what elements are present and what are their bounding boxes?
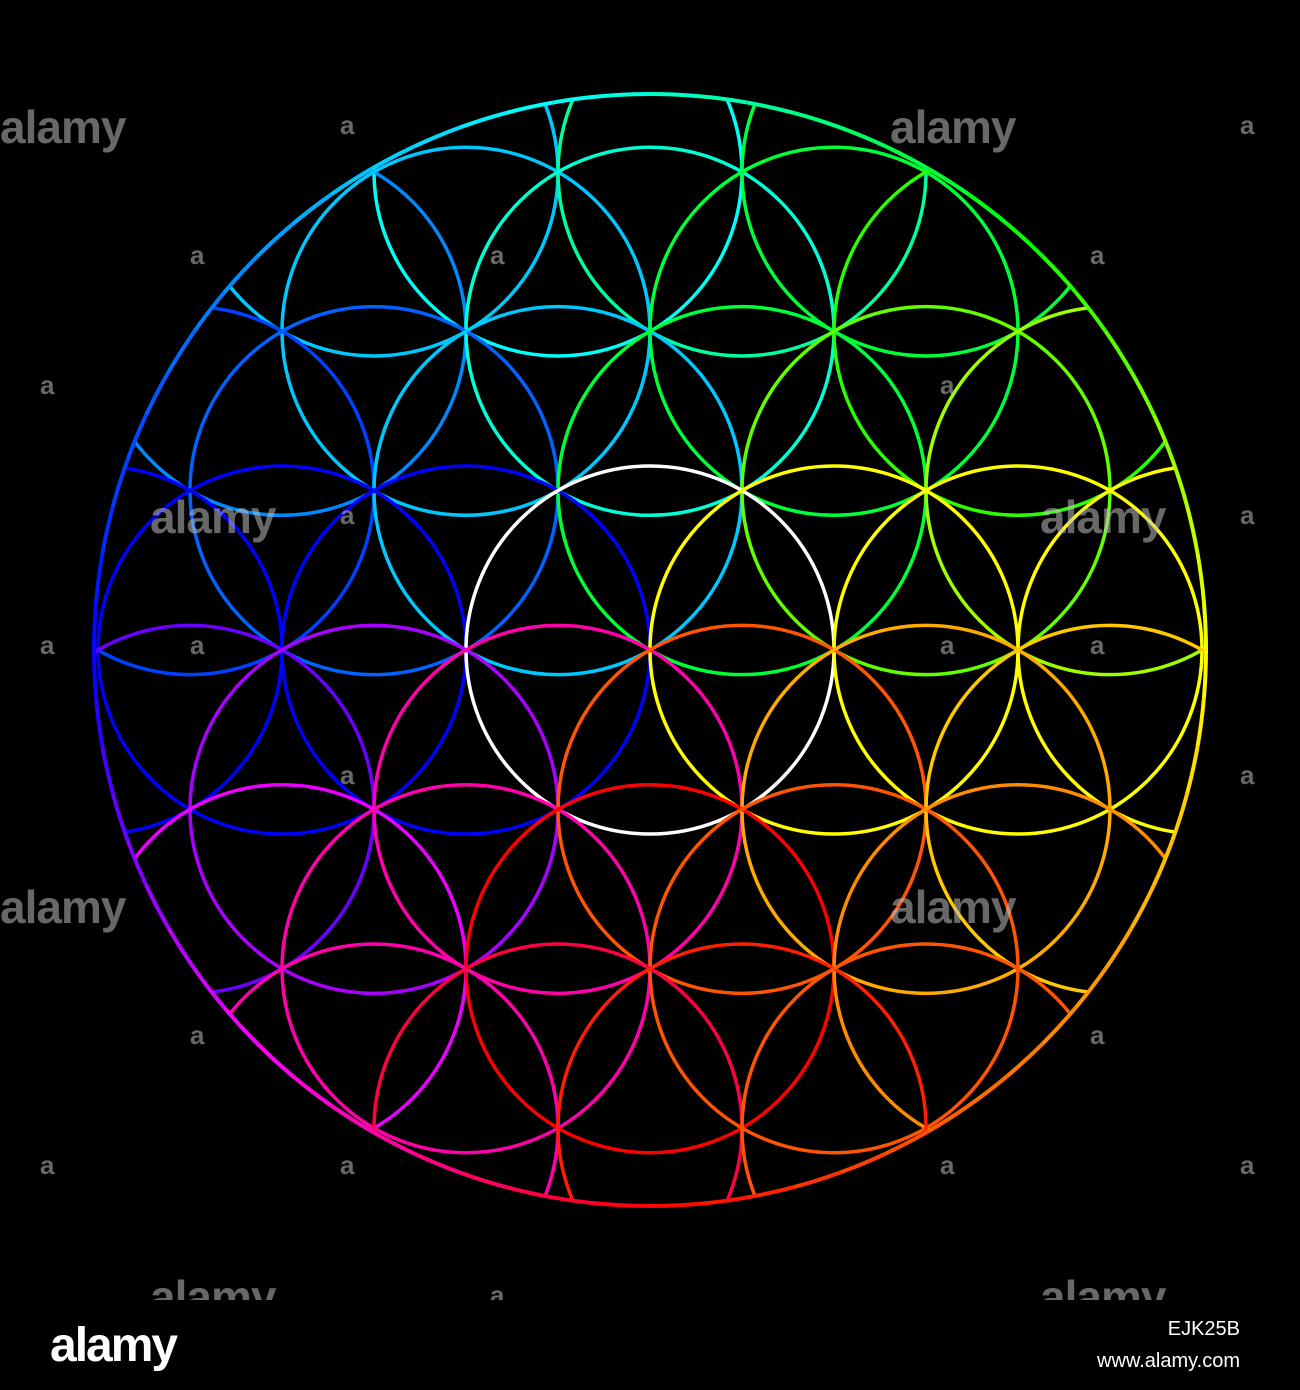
outer-ring-segment xyxy=(370,1129,416,1156)
site-url-label: www.alamy.com xyxy=(1097,1350,1240,1372)
outer-ring-segment xyxy=(1195,553,1206,602)
outer-ring-segment xyxy=(459,1170,507,1189)
lattice-circle xyxy=(94,464,284,836)
outer-ring-segment xyxy=(1152,414,1175,461)
flower-of-life-pattern xyxy=(92,92,1208,1208)
outer-ring-segment xyxy=(192,291,226,333)
outer-ring-segment xyxy=(967,192,1009,226)
alamy-logo: alamy xyxy=(50,1319,178,1372)
outer-ring-segment xyxy=(255,222,294,259)
outer-ring-segment xyxy=(370,144,416,171)
outer-ring-segment xyxy=(505,1185,554,1200)
outer-ring-segment xyxy=(1006,222,1045,259)
outer-ring-segment xyxy=(1103,329,1134,373)
outer-ring-segment xyxy=(1006,1041,1045,1078)
outer-ring-segment xyxy=(505,100,554,115)
outer-ring-segment xyxy=(100,746,115,795)
outer-ring-segment xyxy=(414,125,461,148)
outer-ring-segment xyxy=(649,92,699,99)
outer-ring-segment xyxy=(222,255,259,294)
outer-ring-segment xyxy=(884,144,930,171)
outer-ring-segment xyxy=(100,505,115,554)
outer-ring-segment xyxy=(125,839,148,886)
outer-ring-segment xyxy=(1195,698,1206,747)
outer-ring-segment xyxy=(793,111,841,130)
outer-ring-segment xyxy=(1201,649,1208,699)
outer-ring-segment xyxy=(746,100,795,115)
outer-ring-segment xyxy=(329,166,373,197)
outer-ring-segment xyxy=(459,111,507,130)
outer-ring-segment xyxy=(839,1152,886,1175)
outer-ring-segment xyxy=(92,601,99,651)
outer-ring-segment xyxy=(553,1195,602,1206)
outer-ring-segment xyxy=(1041,1006,1078,1045)
outer-ring-segment xyxy=(793,1170,841,1189)
image-id-label: EJK25B xyxy=(1167,1318,1240,1340)
outer-ring-segment xyxy=(1074,967,1108,1009)
outer-ring-segment xyxy=(192,967,226,1009)
outer-ring-segment xyxy=(94,553,105,602)
outer-ring-segment xyxy=(329,1103,373,1134)
outer-ring-segment xyxy=(291,192,333,226)
outer-ring-segment xyxy=(414,1152,461,1175)
outer-ring-segment xyxy=(1201,601,1208,651)
outer-ring-segment xyxy=(125,414,148,461)
outer-ring-segment xyxy=(1185,746,1200,795)
outer-ring-segment xyxy=(884,1129,930,1156)
petal-circles xyxy=(94,94,1206,1206)
outer-ring-segment xyxy=(1129,884,1156,930)
outer-ring-segment xyxy=(601,1201,651,1208)
outer-ring-segment xyxy=(927,166,971,197)
outer-ring-segment xyxy=(144,370,171,416)
lattice-circle xyxy=(1016,464,1206,836)
outer-ring-segment xyxy=(698,94,747,105)
outer-ring-segment xyxy=(1129,370,1156,416)
outer-ring-segment xyxy=(166,329,197,373)
outer-ring-segment xyxy=(1152,839,1175,886)
outer-ring-segment xyxy=(92,649,99,699)
outer-ring-segment xyxy=(222,1006,259,1045)
footer-bar: alamy EJK25B www.alamy.com xyxy=(0,1300,1300,1390)
outer-ring-segment xyxy=(553,94,602,105)
outer-ring-segment xyxy=(94,698,105,747)
outer-ring-segment xyxy=(839,125,886,148)
outer-ring-segment xyxy=(166,927,197,971)
outer-ring-segment xyxy=(601,92,651,99)
outer-ring-segment xyxy=(927,1103,971,1134)
outer-ring-segment xyxy=(255,1041,294,1078)
outer-ring-segment xyxy=(746,1185,795,1200)
outer-ring-segment xyxy=(144,884,171,930)
outer-ring-segment xyxy=(1170,459,1189,507)
outer-ring-segment xyxy=(967,1074,1009,1108)
outer-ring-segment xyxy=(1041,255,1078,294)
outer-ring-segment xyxy=(1074,291,1108,333)
outer-ring-segment xyxy=(649,1201,699,1208)
outer-ring-segment xyxy=(111,459,130,507)
outer-ring-segment xyxy=(698,1195,747,1206)
outer-ring-segment xyxy=(291,1074,333,1108)
outer-ring-segment xyxy=(111,793,130,841)
outer-ring-segment xyxy=(1103,927,1134,971)
outer-ring-segment xyxy=(1185,505,1200,554)
outer-ring-segment xyxy=(1170,793,1189,841)
lattice-circle xyxy=(556,942,928,1206)
